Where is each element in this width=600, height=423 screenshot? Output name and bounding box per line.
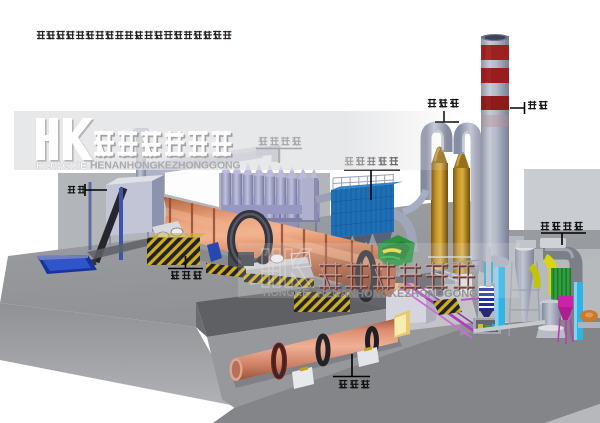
svg-text:HONGKE: HONGKE bbox=[263, 287, 309, 299]
svg-text:HENANHONGKEZHONGGONG: HENANHONGKEZHONGGONG bbox=[317, 288, 478, 300]
svg-text:HONGKE: HONGKE bbox=[36, 160, 88, 172]
svg-text:HENANHONGKEZHONGGONG: HENANHONGKEZHONGGONG bbox=[90, 160, 240, 172]
